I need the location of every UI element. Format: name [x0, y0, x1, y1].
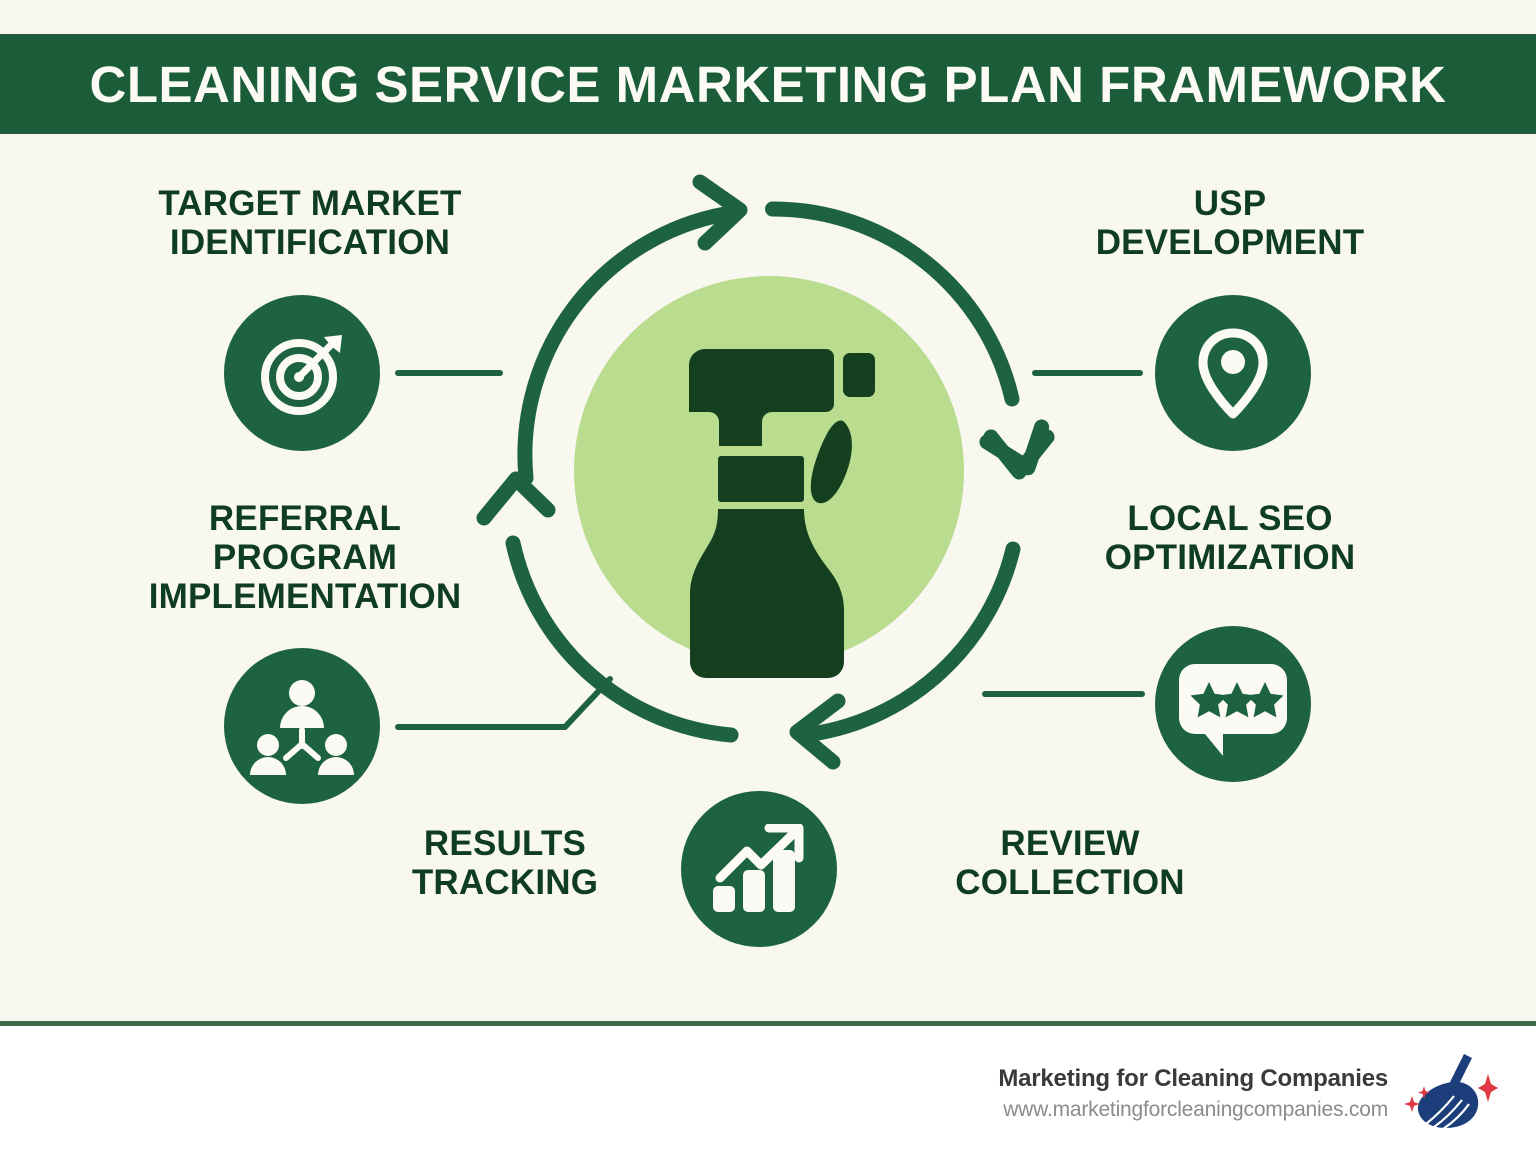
page-title: CLEANING SERVICE MARKETING PLAN FRAMEWOR… — [89, 55, 1447, 113]
label-line: OPTIMIZATION — [1104, 538, 1356, 578]
label-line: LOCAL SEO — [1127, 499, 1333, 538]
node-icon-usp[interactable] — [1155, 295, 1311, 451]
cycle-diagram: TARGET MARKET IDENTIFICATION USP DEVELOP… — [0, 134, 1536, 1022]
title-banner: CLEANING SERVICE MARKETING PLAN FRAMEWOR… — [0, 34, 1536, 134]
referral-network-icon — [250, 680, 354, 775]
spray-bottle-icon — [689, 349, 875, 678]
cycle-arc-bottom-left — [476, 471, 739, 743]
node-label-review-collection: REVIEW COLLECTION — [880, 824, 1260, 902]
node-label-usp: USP DEVELOPMENT — [1000, 184, 1460, 262]
footer-content: Marketing for Cleaning Companies www.mar… — [998, 1052, 1498, 1134]
node-icon-results-tracking[interactable] — [681, 791, 837, 947]
label-line: DEVELOPMENT — [1095, 223, 1365, 263]
target-bullseye-icon — [261, 335, 342, 415]
cycle-arc-top-left — [517, 174, 748, 486]
diagram-vector-layer — [395, 174, 1145, 770]
cycle-arc-bottom-right — [789, 541, 1021, 770]
label-line: IDENTIFICATION — [169, 223, 451, 263]
stars-group — [1190, 682, 1284, 718]
node-label-results-tracking: RESULTS TRACKING — [330, 824, 680, 902]
label-line: REVIEW — [1000, 824, 1140, 863]
node-label-referral: REFERRAL PROGRAM IMPLEMENTATION — [45, 499, 565, 617]
label-line: TRACKING — [411, 863, 599, 903]
review-stars-bubble-icon — [1179, 664, 1287, 756]
node-icon-local-seo[interactable] — [1155, 626, 1311, 782]
footer-bar: Marketing for Cleaning Companies www.mar… — [0, 1026, 1536, 1154]
label-line: REFERRAL — [208, 499, 402, 538]
label-line: USP — [1193, 184, 1267, 223]
map-pin-icon — [1198, 328, 1268, 419]
footer-website-url[interactable]: www.marketingforcleaningcompanies.com — [1003, 1097, 1388, 1121]
cycle-arrow-right — [983, 429, 1055, 480]
label-line: COLLECTION — [955, 863, 1185, 903]
footer-brand-name: Marketing for Cleaning Companies — [998, 1064, 1388, 1092]
label-line: PROGRAM — [212, 538, 398, 578]
footer-text-block: Marketing for Cleaning Companies www.mar… — [998, 1065, 1388, 1122]
node-icon-referral[interactable] — [224, 648, 380, 804]
label-line: RESULTS — [423, 824, 587, 863]
growth-chart-icon — [713, 824, 804, 912]
label-line: TARGET MARKET — [158, 184, 462, 223]
broom-sparkle-logo — [1404, 1054, 1498, 1130]
stage-divider-rule — [0, 1021, 1536, 1026]
connector-referral — [395, 676, 613, 730]
node-label-local-seo: LOCAL SEO OPTIMIZATION — [990, 499, 1470, 577]
node-icon-target-market[interactable] — [224, 295, 380, 451]
label-line: IMPLEMENTATION — [148, 577, 462, 617]
node-label-target-market: TARGET MARKET IDENTIFICATION — [60, 184, 560, 262]
